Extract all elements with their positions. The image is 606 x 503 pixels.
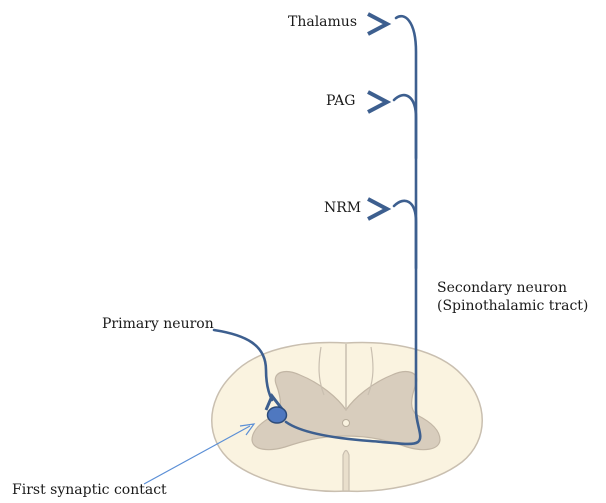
- nrm-label: NRM: [324, 200, 361, 217]
- thalamus-arrowhead-icon: [368, 14, 387, 34]
- nrm-collateral: [394, 201, 416, 268]
- pag-arrowhead-icon: [368, 92, 387, 112]
- first-synaptic-contact-label: First synaptic contact: [12, 482, 167, 499]
- spinal-cord-cross-section: [212, 342, 483, 491]
- secondary-neuron-cell-body: [268, 407, 287, 423]
- thalamus-label: Thalamus: [288, 14, 357, 31]
- pag-label: PAG: [326, 93, 355, 110]
- pag-collateral: [394, 95, 416, 158]
- projection-terminals: [368, 14, 387, 219]
- nrm-arrowhead-icon: [368, 199, 387, 219]
- spinothalamic-tract-label: (Spinothalamic tract): [437, 298, 588, 315]
- central-canal: [343, 420, 350, 427]
- primary-neuron-label: Primary neuron: [102, 316, 214, 333]
- anterior-median-fissure: [343, 451, 349, 492]
- secondary-neuron-label: Secondary neuron: [437, 280, 567, 297]
